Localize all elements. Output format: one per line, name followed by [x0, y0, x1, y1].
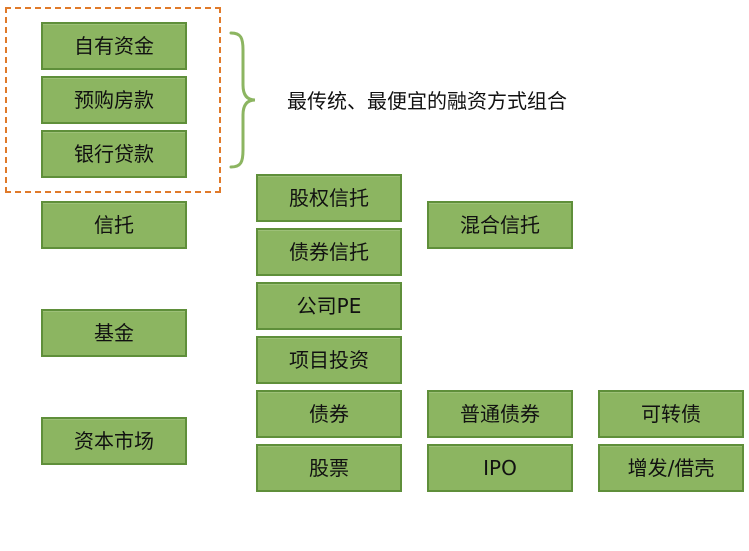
box-stocks: 股票	[256, 444, 402, 492]
box-presale-payments: 预购房款	[41, 76, 187, 124]
box-convertible-bonds: 可转债	[598, 390, 744, 438]
box-ordinary-bonds: 普通债券	[427, 390, 573, 438]
box-equity-trust: 股权信托	[256, 174, 402, 222]
box-bank-loans: 银行贷款	[41, 130, 187, 178]
traditional-financing-group-outline	[5, 7, 221, 193]
curly-brace	[229, 31, 256, 169]
group-note: 最传统、最便宜的融资方式组合	[287, 89, 567, 113]
box-own-funds: 自有资金	[41, 22, 187, 70]
box-project-investment: 项目投资	[256, 336, 402, 384]
box-fund: 基金	[41, 309, 187, 357]
box-ipo: IPO	[427, 444, 573, 492]
box-trust: 信托	[41, 201, 187, 249]
box-bond-trust: 债券信托	[256, 228, 402, 276]
box-mixed-trust: 混合信托	[427, 201, 573, 249]
box-additional-issuance-backdoor-listing: 增发/借壳	[598, 444, 744, 492]
box-bonds: 债券	[256, 390, 402, 438]
box-company-pe: 公司PE	[256, 282, 402, 330]
box-capital-market: 资本市场	[41, 417, 187, 465]
